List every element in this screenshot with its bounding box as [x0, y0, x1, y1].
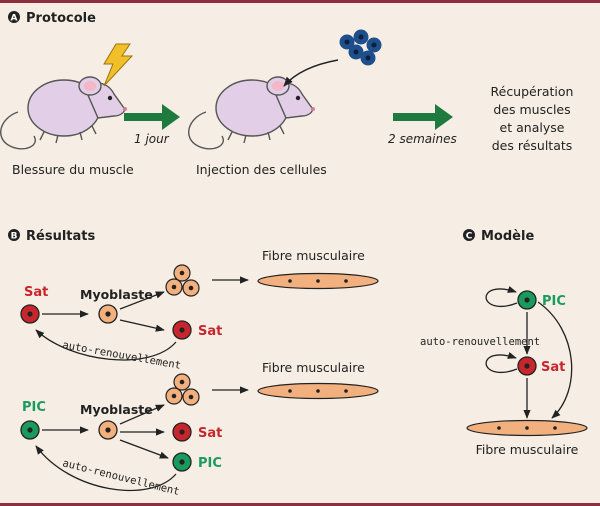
panel-a-title: Protocole — [26, 11, 96, 26]
panel-c-badge — [463, 229, 475, 241]
direct-differentiation-arrow — [537, 301, 573, 419]
injected-cells-icon — [339, 29, 382, 66]
arrow1-label: 1 jour — [134, 132, 170, 146]
panel-c-title: Modèle — [481, 229, 534, 244]
panel-b-letter: B — [11, 232, 18, 242]
row1-myoblast-label: Myoblaste — [80, 287, 153, 302]
self-renewal-loop — [485, 351, 518, 374]
injection-arrow — [283, 59, 339, 87]
arrow — [119, 439, 169, 459]
step1-caption: Blessure du muscle — [12, 162, 134, 177]
myoblast-cluster — [165, 264, 200, 297]
row2-myoblast-label: Myoblaste — [80, 402, 153, 417]
self-renewal-arrow — [35, 329, 177, 361]
step2-caption: Injection des cellules — [196, 162, 327, 177]
sat-cell — [20, 304, 40, 324]
myoblast-cell — [98, 420, 118, 440]
lightning-bolt-icon — [103, 43, 134, 87]
mouse-icon — [188, 76, 316, 150]
model-pic-label: PIC — [542, 294, 566, 309]
arrow2-label: 2 semaines — [388, 132, 457, 146]
pic-cell — [517, 290, 537, 310]
panel-b-badge — [8, 229, 20, 241]
panel-c: C Modèle PIC auto-renouvellement Sat Fib… — [420, 229, 588, 457]
sat-cell — [172, 422, 192, 442]
sat-cell — [172, 320, 192, 340]
row2-renewal-sat-label: Sat — [198, 426, 222, 441]
muscle-fibre — [257, 382, 379, 400]
row1-renewal-cell-label: Sat — [198, 324, 222, 339]
row1-source-label: Sat — [24, 285, 48, 300]
svg-text:et analyse: et analyse — [500, 120, 565, 135]
row1-renewal-label: auto-renouvellement — [61, 339, 181, 372]
sat-cell — [517, 356, 537, 376]
model-renewal-label: auto-renouvellement — [420, 336, 540, 348]
arrow — [119, 404, 165, 425]
arrow-1-day — [124, 104, 180, 130]
model-sat-label: Sat — [541, 360, 565, 375]
mouse-icon — [0, 76, 128, 150]
myoblast-cluster — [165, 373, 200, 406]
row1-fibre-label: Fibre musculaire — [262, 248, 365, 263]
myoblast-cell — [98, 304, 118, 324]
arrow — [119, 291, 165, 310]
self-renewal-arrow — [35, 445, 177, 492]
result-text: Récupération des muscles et analyse des … — [491, 84, 574, 153]
pic-cell — [20, 420, 40, 440]
panel-b-title: Résultats — [26, 229, 95, 244]
row2-source-label: PIC — [22, 400, 46, 415]
bottom-rule — [0, 503, 600, 506]
model-fibre-label: Fibre musculaire — [476, 442, 579, 457]
self-renewal-loop — [485, 285, 518, 308]
arrow-2-weeks — [393, 104, 453, 130]
row2-renewal-pic-label: PIC — [198, 456, 222, 471]
muscle-fibre — [257, 272, 379, 290]
panel-c-letter: C — [466, 232, 473, 242]
svg-text:des résultats: des résultats — [492, 138, 573, 153]
row2-fibre-label: Fibre musculaire — [262, 360, 365, 375]
svg-text:des muscles: des muscles — [493, 102, 570, 117]
row2-renewal-label: auto-renouvellement — [61, 457, 180, 498]
muscle-fibre — [466, 419, 588, 437]
arrow — [119, 319, 165, 332]
panel-a: A Protocole Blessure du muscle 1 jour In… — [0, 11, 574, 177]
svg-text:Récupération: Récupération — [491, 84, 574, 99]
panel-a-badge — [8, 11, 20, 23]
panel-a-letter: A — [11, 14, 18, 24]
pic-cell — [172, 452, 192, 472]
top-rule — [0, 0, 600, 3]
panel-b: B Résultats Sat Myoblaste Fibre musculai… — [8, 229, 379, 498]
